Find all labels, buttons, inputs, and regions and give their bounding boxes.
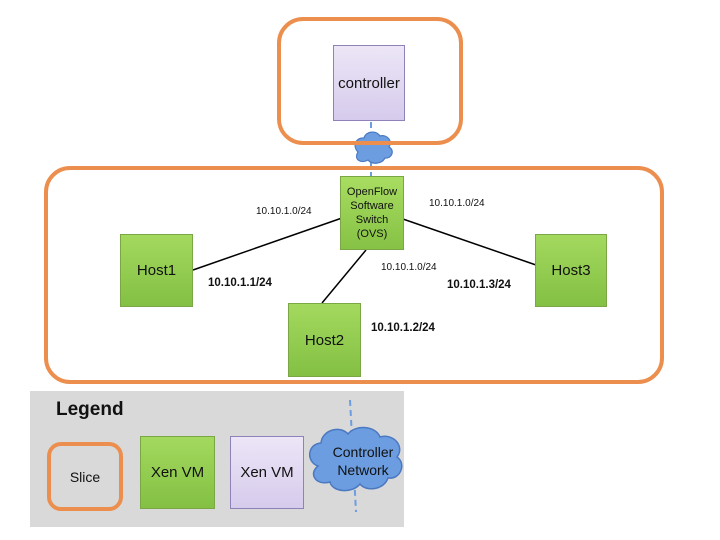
host1-vm[interactable]: Host1 xyxy=(120,234,193,307)
legend-xen-vm-green-label: Xen VM xyxy=(150,464,205,481)
controller-vm[interactable]: controller xyxy=(333,45,405,121)
host2-vm[interactable]: Host2 xyxy=(288,303,361,377)
link-host1 xyxy=(192,217,343,271)
openflow-switch[interactable]: OpenFlow Software Switch (OVS) xyxy=(340,176,404,250)
link-host3-network: 10.10.1.0/24 xyxy=(429,198,485,209)
controller-network-cloud xyxy=(354,131,393,164)
host3-ip: 10.10.1.3/24 xyxy=(447,279,511,291)
legend-cloud-icon xyxy=(309,426,403,492)
link-host2-network: 10.10.1.0/24 xyxy=(381,262,437,273)
main-slice xyxy=(44,166,664,384)
legend-controller-network-line-2: Network xyxy=(337,462,389,478)
switch-line-1: OpenFlow xyxy=(346,186,398,198)
legend-network-dash xyxy=(349,399,357,513)
controller-label: controller xyxy=(338,74,400,92)
legend-xen-vm-purple-label: Xen VM xyxy=(240,464,294,481)
link-host3 xyxy=(399,217,537,266)
host2-ip: 10.10.1.2/24 xyxy=(371,322,435,334)
switch-line-4: (OVS) xyxy=(356,228,388,240)
legend-title: Legend xyxy=(56,399,124,420)
legend-controller-network-line-1: Controller xyxy=(332,444,394,460)
link-host1-network: 10.10.1.0/24 xyxy=(256,206,312,217)
legend-xen-vm-purple: Xen VM xyxy=(230,436,304,509)
controller-slice xyxy=(277,17,463,145)
legend-slice-label: Slice xyxy=(69,468,101,485)
host1-ip: 10.10.1.1/24 xyxy=(208,277,272,289)
legend-controller-network-label: Controller Network xyxy=(318,443,408,479)
host2-label: Host2 xyxy=(304,331,345,349)
legend-xen-vm-green: Xen VM xyxy=(140,436,215,509)
host3-label: Host3 xyxy=(551,262,591,279)
host1-label: Host1 xyxy=(136,262,177,279)
link-host2 xyxy=(321,249,367,304)
switch-line-3: Switch xyxy=(355,214,389,226)
legend-slice-sample: Slice xyxy=(47,442,123,511)
host3-vm[interactable]: Host3 xyxy=(535,234,607,307)
switch-line-2: Software xyxy=(350,200,394,212)
